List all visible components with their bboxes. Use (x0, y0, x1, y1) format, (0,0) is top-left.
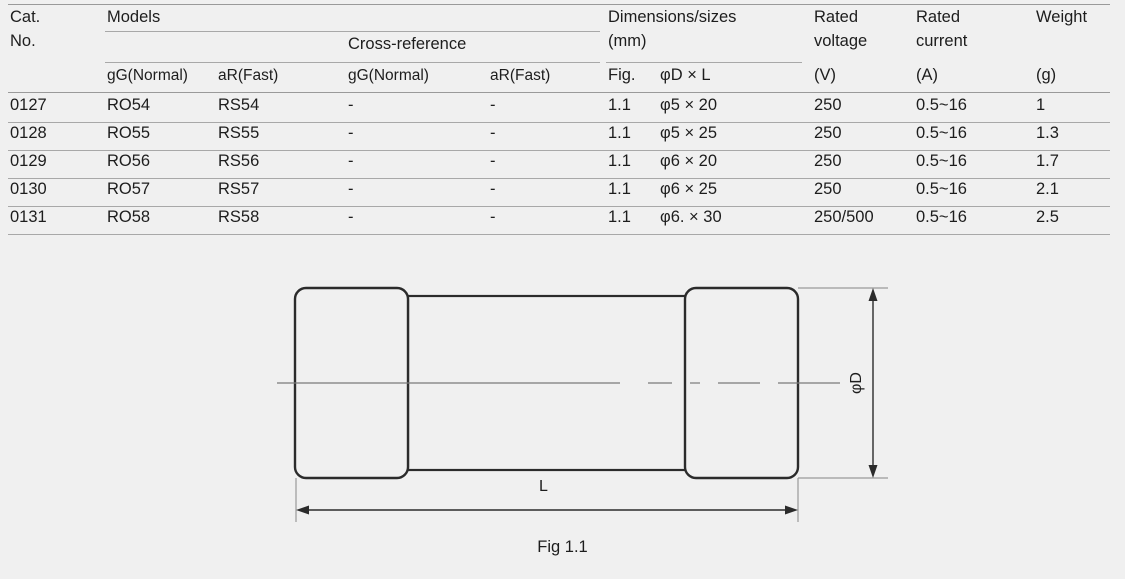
cell-model-gg: RO58 (107, 208, 151, 226)
cell-current: 0.5~16 (916, 152, 967, 170)
cell-size: φ6 × 25 (660, 180, 718, 198)
row-rule (8, 234, 1110, 235)
fuse-dimension-drawing: L φD Fig 1.1 (0, 250, 1125, 579)
cell-size: φ5 × 20 (660, 96, 718, 114)
cell-model-gg: RO57 (107, 180, 151, 198)
row-rule (8, 122, 1110, 123)
cell-model-ar: RS56 (218, 152, 260, 170)
cell-model-gg: RO56 (107, 152, 151, 170)
row-rule (8, 150, 1110, 151)
cell-size: φ6 × 20 (660, 152, 718, 170)
diameter-arrow-bottom (868, 465, 878, 478)
cell-current: 0.5~16 (916, 96, 967, 114)
header-dimensions-group-line2: (mm) (608, 32, 647, 50)
header-rated-voltage-unit: (V) (814, 66, 836, 84)
dimensions-group-rule (606, 62, 802, 63)
cell-fig: 1.1 (608, 124, 631, 142)
header-rated-voltage-line2: voltage (814, 32, 868, 50)
cell-voltage: 250 (814, 124, 842, 142)
cell-model-ar: RS57 (218, 180, 260, 198)
cell-cat-no: 0128 (10, 124, 47, 142)
fuse-drawing-svg (277, 286, 888, 522)
cell-model-gg: RO55 (107, 124, 151, 142)
row-rule (8, 178, 1110, 179)
cell-weight: 2.1 (1036, 180, 1059, 198)
cell-current: 0.5~16 (916, 180, 967, 198)
diameter-arrow-top (868, 288, 878, 301)
length-arrow-left (296, 505, 309, 515)
row-rule (8, 206, 1110, 207)
header-weight-unit: (g) (1036, 66, 1057, 84)
cell-size: φ5 × 25 (660, 124, 718, 142)
cell-voltage: 250 (814, 152, 842, 170)
header-rated-current-line1: Rated (916, 8, 961, 26)
cell-fig: 1.1 (608, 208, 631, 226)
cell-fig: 1.1 (608, 180, 631, 198)
figure-caption: Fig 1.1 (537, 538, 588, 556)
cell-xref-gg: - (348, 152, 354, 170)
cell-xref-ar: - (490, 152, 496, 170)
cell-current: 0.5~16 (916, 208, 967, 226)
header-cat-no-line2: No. (10, 32, 36, 50)
header-dimensions-group-line1: Dimensions/sizes (608, 8, 737, 26)
cell-fig: 1.1 (608, 96, 631, 114)
header-rated-current-line2: current (916, 32, 968, 50)
header-models-gg: gG(Normal) (107, 67, 188, 84)
header-xref-ar: aR(Fast) (490, 67, 551, 84)
header-xref-gg: gG(Normal) (348, 67, 429, 84)
cell-xref-gg: - (348, 180, 354, 198)
models-group-rule (105, 31, 600, 32)
specification-table: Cat. No. Models Cross-reference gG(Norma… (0, 0, 1125, 250)
cell-xref-gg: - (348, 96, 354, 114)
cell-xref-ar: - (490, 96, 496, 114)
cell-cat-no: 0130 (10, 180, 47, 198)
length-arrow-right (785, 505, 798, 515)
header-models-ar: aR(Fast) (218, 67, 279, 84)
cell-weight: 1 (1036, 96, 1046, 114)
cell-weight: 2.5 (1036, 208, 1059, 226)
cell-xref-gg: - (348, 124, 354, 142)
header-bottom-rule (8, 92, 1110, 93)
table-top-rule (8, 4, 1110, 5)
cell-xref-ar: - (490, 208, 496, 226)
cell-xref-ar: - (490, 180, 496, 198)
cell-xref-gg: - (348, 208, 354, 226)
cross-reference-rule (105, 62, 600, 63)
header-fig: Fig. (608, 66, 636, 84)
length-label: L (539, 478, 548, 495)
cell-cat-no: 0127 (10, 96, 47, 114)
cell-voltage: 250 (814, 180, 842, 198)
cell-xref-ar: - (490, 124, 496, 142)
cell-weight: 1.3 (1036, 124, 1059, 142)
header-rated-voltage-line1: Rated (814, 8, 859, 26)
header-weight-line1: Weight (1036, 8, 1088, 26)
cell-weight: 1.7 (1036, 152, 1059, 170)
cell-voltage: 250/500 (814, 208, 874, 226)
cell-voltage: 250 (814, 96, 842, 114)
cell-model-gg: RO54 (107, 96, 151, 114)
cell-model-ar: RS58 (218, 208, 260, 226)
cell-cat-no: 0129 (10, 152, 47, 170)
header-dia-x-l: φD × L (660, 66, 711, 84)
cell-fig: 1.1 (608, 152, 631, 170)
cell-cat-no: 0131 (10, 208, 47, 226)
header-rated-current-unit: (A) (916, 66, 938, 84)
diameter-label: φD (847, 372, 865, 394)
header-cat-no-line1: Cat. (10, 8, 41, 26)
cell-model-ar: RS54 (218, 96, 260, 114)
header-models-group: Models (107, 8, 161, 26)
cell-current: 0.5~16 (916, 124, 967, 142)
header-cross-reference-group: Cross-reference (348, 35, 467, 53)
cell-size: φ6. × 30 (660, 208, 722, 226)
cell-model-ar: RS55 (218, 124, 260, 142)
